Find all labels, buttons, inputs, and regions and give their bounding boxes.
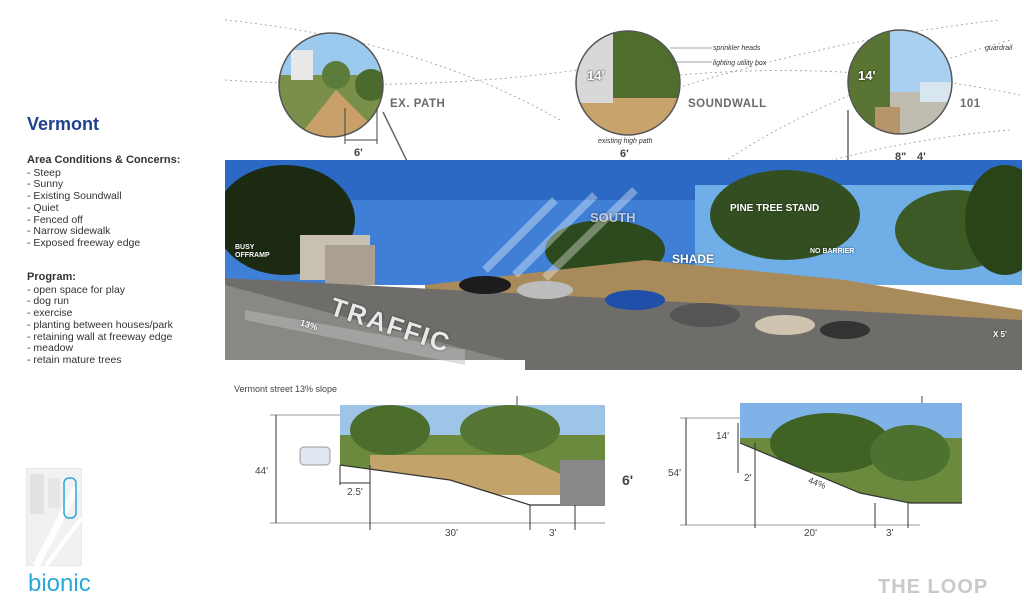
callout-guardrail: guardrail	[985, 45, 1013, 52]
list-item: - Existing Soundwall	[27, 190, 122, 203]
callout-lighting: lighting utility box	[713, 60, 767, 67]
dim-soundwall-width: 6'	[620, 148, 629, 160]
label-south: SOUTH	[590, 210, 636, 225]
label-ex-path: EX. PATH	[390, 98, 446, 110]
list-item: - open space for play	[27, 283, 126, 296]
list-item: - planting between houses/park	[27, 318, 173, 331]
brand-logo: bionic	[28, 570, 91, 597]
conditions-heading: Area Conditions & Concerns:	[27, 154, 181, 166]
list-item: - retaining wall at freeway edge	[27, 330, 173, 343]
panorama-photo	[225, 160, 1022, 396]
label-no-barrier: NO BARRIER	[810, 248, 855, 255]
section-left-drawing	[270, 405, 605, 535]
list-item: - exercise	[27, 307, 73, 320]
dim-left-wall: 6'	[622, 472, 634, 488]
label-busy-offramp: BUSY OFFRAMP	[235, 244, 270, 259]
dim-left-3: 3'	[549, 528, 557, 539]
dim-left-height: 44'	[255, 466, 269, 477]
callout-lines-middle	[670, 47, 712, 63]
conditions-list: Area Conditions & Concerns: - Steep - Su…	[27, 154, 181, 250]
dim-soundwall-height: 14'	[587, 68, 605, 83]
dim-left-2-5: 2.5'	[347, 487, 363, 498]
project-title: THE LOOP	[878, 576, 989, 598]
dim-101-width1: 8"	[895, 151, 907, 163]
key-map	[26, 468, 82, 566]
label-soundwall: SOUNDWALL	[688, 98, 767, 110]
label-pine-tree-stand: PINE TREE STAND	[730, 203, 820, 214]
vignette-right	[847, 29, 953, 135]
list-item: - Steep	[27, 166, 61, 179]
note-existing-high-path: existing high path	[598, 138, 653, 145]
list-item: - Sunny	[27, 178, 64, 191]
list-item: - Narrow sidewalk	[27, 225, 111, 238]
page-title: Vermont	[27, 114, 100, 134]
label-x5: X 5'	[993, 330, 1007, 339]
dim-lines-left	[344, 108, 378, 144]
dim-101-height: 14'	[858, 68, 876, 83]
dim-101-width2: 4'	[917, 151, 926, 163]
dim-right-height: 54'	[668, 468, 682, 479]
dim-left-30: 30'	[445, 528, 459, 539]
dim-right-3: 3'	[886, 528, 894, 539]
dim-right-top: 14'	[716, 431, 730, 442]
list-item: - Exposed freeway edge	[27, 236, 141, 249]
panorama-caption: Vermont street 13% slope	[234, 384, 338, 394]
label-shade: SHADE	[672, 252, 715, 266]
program-list: Program: - open space for play - dog run…	[27, 271, 173, 367]
program-heading: Program:	[27, 271, 76, 283]
list-item: - retain mature trees	[27, 353, 122, 366]
dim-right-2: 2'	[744, 473, 752, 484]
vignette-left	[278, 32, 384, 138]
label-101: 101	[960, 98, 981, 110]
dim-right-20: 20'	[804, 528, 818, 539]
list-item: - meadow	[27, 342, 74, 355]
vignette-middle	[575, 30, 681, 136]
list-item: - dog run	[27, 295, 70, 308]
section-right-drawing	[680, 403, 962, 533]
list-item: - Quiet	[27, 201, 59, 214]
callout-sprinkler: sprinkler heads	[713, 45, 761, 52]
dim-ex-path-width: 6'	[354, 147, 363, 159]
list-item: - Fenced off	[27, 213, 83, 226]
